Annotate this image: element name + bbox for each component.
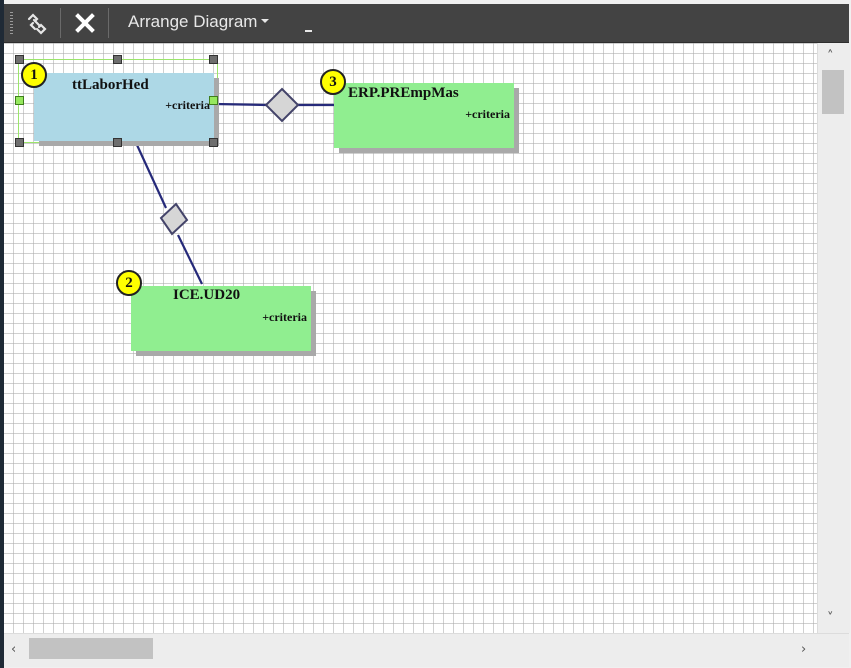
relationship-diamond[interactable] bbox=[159, 202, 189, 236]
vertical-scroll-thumb[interactable] bbox=[822, 70, 844, 114]
node-title: ttLaborHed bbox=[72, 77, 149, 93]
caret-down-icon bbox=[261, 18, 270, 23]
link-button[interactable] bbox=[20, 7, 54, 39]
toolbar-overflow-icon[interactable] bbox=[305, 30, 312, 32]
table-node-erp-prempmas[interactable]: ERP.PREmpMas +criteria bbox=[334, 83, 514, 148]
resize-handle[interactable] bbox=[15, 55, 24, 64]
arrange-diagram-dropdown[interactable]: Arrange Diagram bbox=[128, 12, 270, 32]
node-title: ERP.PREmpMas bbox=[348, 85, 459, 101]
resize-handle[interactable] bbox=[15, 138, 24, 147]
diagram-canvas[interactable]: ttLaborHed +criteria 1 ERP.PREmpMas +cri… bbox=[4, 43, 817, 633]
toolbar: Arrange Diagram bbox=[4, 4, 849, 43]
delete-button[interactable] bbox=[68, 7, 102, 39]
resize-handle[interactable] bbox=[209, 138, 218, 147]
link-line bbox=[214, 102, 268, 107]
node-criteria-link[interactable]: +criteria bbox=[465, 107, 510, 121]
horizontal-scroll-thumb[interactable] bbox=[29, 638, 153, 659]
resize-handle[interactable] bbox=[209, 55, 218, 64]
horizontal-scrollbar[interactable]: ‹ › bbox=[4, 633, 849, 667]
chevron-up-icon[interactable]: ˄ bbox=[827, 49, 834, 64]
chevron-right-icon[interactable]: › bbox=[801, 642, 807, 657]
node-criteria-link[interactable]: +criteria bbox=[165, 98, 210, 112]
arrange-diagram-label: Arrange Diagram bbox=[128, 12, 258, 31]
node-number-badge: 3 bbox=[320, 69, 346, 95]
relationship-links bbox=[136, 87, 334, 285]
window-left-edge bbox=[0, 0, 4, 668]
link-icon bbox=[27, 13, 47, 35]
table-node-ice-ud20[interactable]: ICE.UD20 +criteria bbox=[131, 286, 311, 351]
table-node-ttlaborhed[interactable]: ttLaborHed +criteria bbox=[34, 73, 214, 141]
node-criteria-link[interactable]: +criteria bbox=[262, 310, 307, 324]
close-icon bbox=[75, 13, 95, 33]
chevron-left-icon[interactable]: ‹ bbox=[11, 642, 17, 657]
link-line bbox=[136, 144, 167, 209]
node-number-badge: 1 bbox=[21, 62, 47, 88]
node-number-badge: 2 bbox=[116, 270, 142, 296]
resize-handle[interactable] bbox=[15, 96, 24, 105]
toolbar-separator bbox=[108, 8, 109, 38]
chevron-down-icon[interactable]: ˅ bbox=[827, 611, 834, 626]
node-title: ICE.UD20 bbox=[173, 287, 241, 303]
toolbar-separator bbox=[60, 8, 61, 38]
resize-handle[interactable] bbox=[113, 55, 122, 64]
resize-handle[interactable] bbox=[113, 138, 122, 147]
link-line bbox=[177, 234, 203, 285]
toolbar-grip[interactable] bbox=[10, 12, 13, 34]
resize-handle[interactable] bbox=[209, 96, 218, 105]
vertical-scrollbar[interactable]: ˄ ˅ bbox=[817, 43, 850, 633]
relationship-diamond[interactable] bbox=[264, 87, 300, 123]
